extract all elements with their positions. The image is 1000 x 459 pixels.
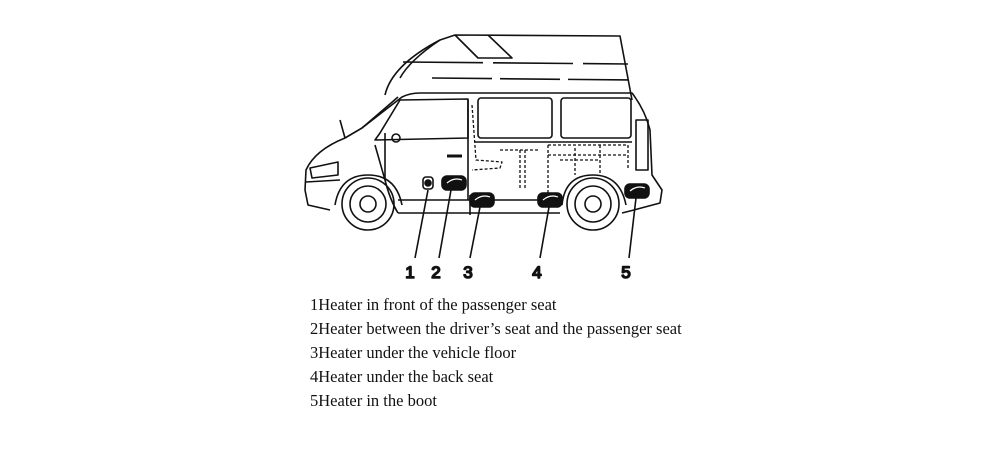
callout-1: 1: [405, 263, 414, 282]
rear-wheel: [561, 174, 627, 231]
legend-item-2: 2Heater between the driver’s seat and th…: [310, 317, 682, 341]
legend-number: 5: [310, 391, 319, 410]
heater-1-icon: [422, 176, 434, 190]
legend-item-4: 4Heater under the back seat: [310, 365, 682, 389]
legend-number: 3: [310, 343, 319, 362]
callout-2: 2: [431, 263, 440, 282]
callout-4: 4: [532, 263, 541, 282]
legend-text: Heater in the boot: [318, 391, 437, 410]
legend-item-3: 3Heater under the vehicle floor: [310, 341, 682, 365]
heater-4-icon: [537, 192, 563, 208]
legend: 1Heater in front of the passenger seat 2…: [310, 293, 682, 413]
van-body: [304, 34, 663, 231]
heater-3-icon: [469, 192, 495, 208]
legend-text: Heater under the back seat: [318, 367, 494, 386]
legend-number: 4: [310, 367, 319, 386]
leader-lines: [414, 189, 637, 259]
front-wheel: [334, 174, 403, 231]
legend-text: Heater between the driver’s seat and the…: [318, 319, 682, 338]
legend-number: 1: [310, 295, 319, 314]
legend-text: Heater under the vehicle floor: [318, 343, 517, 362]
legend-number: 2: [310, 319, 319, 338]
legend-item-5: 5Heater in the boot: [310, 389, 682, 413]
legend-item-1: 1Heater in front of the passenger seat: [310, 293, 682, 317]
heater-5-icon: [624, 183, 650, 199]
callout-5: 5: [621, 263, 630, 282]
legend-text: Heater in front of the passenger seat: [318, 295, 557, 314]
callout-3: 3: [463, 263, 472, 282]
heater-2-icon: [441, 175, 467, 191]
